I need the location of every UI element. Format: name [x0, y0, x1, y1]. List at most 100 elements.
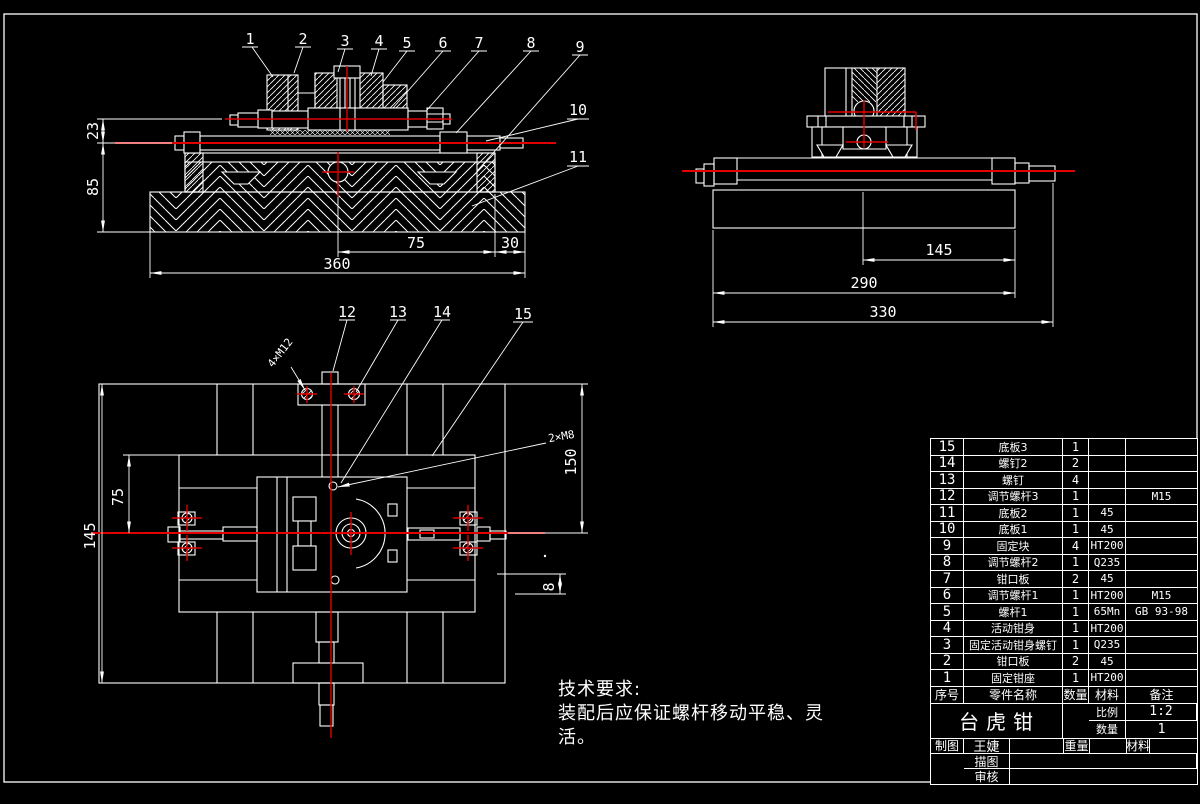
- callout-10: 10: [569, 101, 587, 119]
- weight-label: 重量: [1064, 738, 1090, 753]
- bom-cell-qty: 1: [1063, 488, 1089, 504]
- plan-dim-8: 8: [540, 582, 558, 591]
- callout-15: 15: [514, 305, 532, 323]
- bom-cell-material: HT200: [1089, 587, 1126, 603]
- title-block: 台虎钳 比例 1:2 数量 1: [931, 703, 1197, 739]
- callout-1: 1: [245, 30, 254, 48]
- bom-cell-no: 6: [931, 587, 964, 603]
- bom-cell-material: 45: [1089, 505, 1126, 521]
- bom-row: 15 底板3 1: [931, 439, 1197, 456]
- bom-cell-qty: 1: [1063, 587, 1089, 603]
- plan-annotation-2xM8: 2×M8: [547, 428, 575, 445]
- bom-cell-name: 螺钉2: [964, 455, 1063, 471]
- bom-cell-material: HT200: [1089, 620, 1126, 636]
- bom-cell-no: 4: [931, 620, 964, 636]
- bom-cell-name: 固定钳座: [964, 670, 1063, 686]
- bom-cell-name: 底板2: [964, 505, 1063, 521]
- callout-8: 8: [526, 34, 535, 52]
- bom-header-name: 零件名称: [964, 686, 1063, 703]
- bom-cell-material: Q235: [1089, 637, 1126, 653]
- plan-dimensions: [100, 319, 588, 683]
- plan-dim-150: 150: [562, 448, 580, 475]
- scale-label: 比例: [1089, 703, 1126, 721]
- bom-cell-note: [1126, 456, 1197, 472]
- bom-cell-material: [1089, 439, 1126, 455]
- qty-label: 数量: [1089, 720, 1126, 738]
- bom-cell-no: 2: [931, 653, 964, 669]
- qty-value: 1: [1157, 721, 1166, 737]
- side-view: 145 290 330: [682, 67, 1075, 327]
- technical-requirements-title: 技术要求:: [558, 679, 642, 700]
- bom-header-row: 序号 零件名称 数量 材料 备注: [931, 686, 1197, 704]
- traced-label: 描图: [964, 753, 1010, 770]
- callout-4: 4: [374, 32, 383, 50]
- bom-cell-no: 8: [931, 554, 964, 570]
- bom-cell-qty: 1: [1063, 521, 1089, 537]
- side-dim-330: 330: [869, 303, 896, 321]
- bom-cell-qty: 1: [1063, 554, 1089, 570]
- callout-3: 3: [340, 32, 349, 50]
- callout-5: 5: [402, 34, 411, 52]
- bom-cell-no: 11: [931, 505, 964, 521]
- plan-view: 145 75 150 8 4×M12 2×M8 12 13 14 15: [81, 303, 588, 738]
- bom-cell-qty: 4: [1063, 538, 1089, 554]
- bom-cell-no: 15: [931, 439, 964, 455]
- bom-cell-note: [1126, 472, 1197, 488]
- bom-cell-name: 底板1: [964, 521, 1063, 537]
- title-block-spacer: [1063, 704, 1089, 738]
- empty-cell: [1010, 753, 1197, 770]
- bom-cell-name: 固定活动钳身螺钉: [964, 637, 1063, 653]
- bom-cell-no: 14: [931, 455, 964, 471]
- bom-cell-note: M15: [1151, 588, 1172, 602]
- front-callout-leaders: [242, 46, 589, 207]
- bom-cell-material: HT200: [1089, 538, 1126, 554]
- bom-cell-qty: 1: [1063, 637, 1089, 653]
- bom-cell-note: [1126, 505, 1197, 521]
- bom-cell-note: [1126, 555, 1197, 571]
- bom-cell-name: 螺杆1: [964, 604, 1063, 620]
- plan-centerlines: [92, 373, 545, 738]
- plan-callout-labels: 12 13 14 15: [338, 303, 532, 323]
- bom-row: 3 固定活动钳身螺钉 1 Q235: [931, 637, 1197, 654]
- bom-cell-name: 调节螺杆3: [964, 488, 1063, 504]
- front-dim-85: 85: [84, 178, 102, 196]
- bom-cell-name: 固定块: [964, 538, 1063, 554]
- drawing-title: 台虎钳: [931, 703, 1063, 738]
- front-centerlines: [115, 66, 556, 197]
- bom-cell-note: [1126, 538, 1197, 554]
- technical-requirements-line1: 装配后应保证螺杆移动平稳、灵: [558, 703, 824, 724]
- front-dim-30: 30: [501, 234, 519, 252]
- bom-cell-note: [1126, 670, 1197, 686]
- side-dim-290: 290: [850, 274, 877, 292]
- callout-13: 13: [389, 303, 407, 321]
- bom-cell-note: [1126, 571, 1197, 587]
- drawn-by: 王婕: [964, 738, 1010, 753]
- bom-cell-no: 1: [931, 670, 964, 686]
- callout-2: 2: [298, 30, 307, 48]
- bom-table: 15 底板3 1 14 螺钉2 2 13 螺钉 4 12 调节螺杆3 1 M15…: [930, 438, 1198, 786]
- bom-row: 6 调节螺杆1 1 HT200 M15: [931, 587, 1197, 604]
- bom-cell-qty: 1: [1063, 620, 1089, 636]
- bom-cell-material: 45: [1089, 653, 1126, 669]
- bom-cell-no: 3: [931, 637, 964, 653]
- technical-requirements-line2: 活。: [558, 727, 596, 748]
- bom-row: 10 底板1 1 45: [931, 521, 1197, 538]
- bom-header-note: 备注: [1149, 688, 1174, 702]
- bom-header-material: 材料: [1089, 686, 1126, 703]
- front-view: 23 85 75 30 360 1 2 3 4 5 6 7 8 9 10 11: [84, 30, 589, 278]
- side-dimensions: [712, 183, 1054, 327]
- front-dim-23: 23: [84, 122, 102, 140]
- drawn-label: 制图: [931, 738, 964, 753]
- bom-cell-qty: 2: [1063, 455, 1089, 471]
- bom-cell-qty: 2: [1063, 653, 1089, 669]
- bom-cell-material: HT200: [1089, 670, 1126, 686]
- bom-cell-qty: 4: [1063, 472, 1089, 488]
- front-dimensions: [97, 118, 526, 278]
- callout-6: 6: [438, 34, 447, 52]
- bom-cell-no: 13: [931, 472, 964, 488]
- front-dim-75: 75: [407, 234, 425, 252]
- bom-cell-material: 45: [1089, 521, 1126, 537]
- bom-header-no: 序号: [931, 686, 964, 703]
- bom-row: 7 钳口板 2 45: [931, 571, 1197, 588]
